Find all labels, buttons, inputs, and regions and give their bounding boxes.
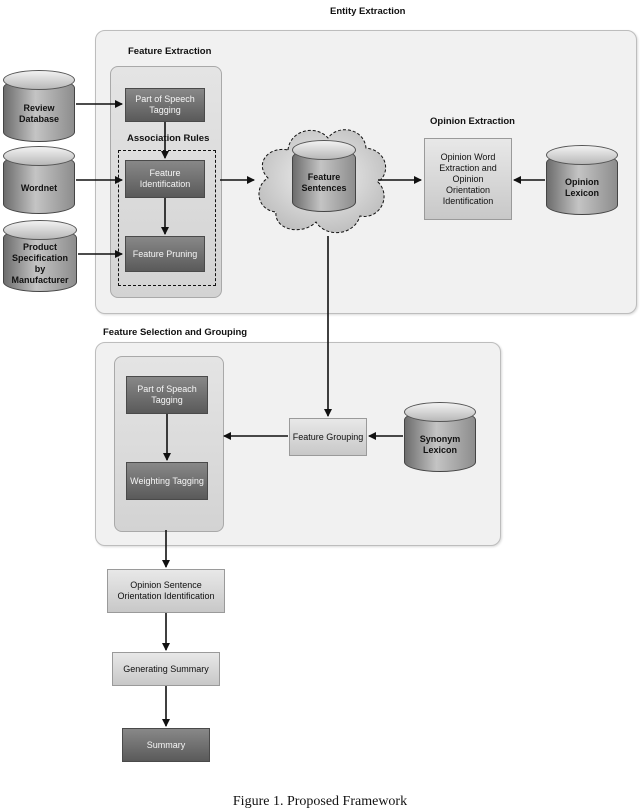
opinion-extraction-title: Opinion Extraction [430, 116, 515, 127]
synonym-lexicon-label: Synonym Lexicon [419, 434, 461, 455]
figure-caption: Figure 1. Proposed Framework [232, 794, 408, 809]
opinion-sentence-orientation-box: Opinion Sentence Orientation Identificat… [107, 569, 225, 613]
opinion-word-extraction-box: Opinion Word Extraction and Opinion Orie… [424, 138, 512, 220]
synonym-lexicon-cylinder: Synonym Lexicon [404, 402, 476, 472]
wordnet-cylinder: Wordnet [3, 146, 75, 214]
association-rules-dashed-box [118, 150, 216, 286]
entity-extraction-title: Entity Extraction [330, 6, 406, 17]
opinion-lexicon-cylinder: Opinion Lexicon [546, 145, 618, 215]
feature-grouping-box: Feature Grouping [289, 418, 367, 456]
feature-extraction-title: Feature Extraction [128, 46, 212, 57]
feature-sentences-label: Feature Sentences [301, 172, 347, 193]
wordnet-label: Wordnet [20, 182, 58, 193]
product-spec-label: Product Specification by Manufacturer [11, 242, 69, 285]
review-database-cylinder: Review Database [3, 70, 75, 142]
feature-sentences-cylinder: Feature Sentences [292, 140, 356, 212]
summary-box: Summary [122, 728, 210, 762]
review-database-label: Review Database [18, 103, 60, 124]
product-spec-cylinder: Product Specification by Manufacturer [3, 220, 77, 292]
pos-tagging-box: Part of Speech Tagging [125, 88, 205, 122]
association-rules-title: Association Rules [127, 133, 210, 144]
weighting-tagging-box: Weighting Tagging [126, 462, 208, 500]
feature-selection-title: Feature Selection and Grouping [103, 327, 248, 338]
feature-identification-box: Feature Identification [125, 160, 205, 198]
opinion-lexicon-label: Opinion Lexicon [564, 177, 599, 198]
generating-summary-box: Generating Summary [112, 652, 220, 686]
pos-tagging-2-box: Part of Speach Tagging [126, 376, 208, 414]
feature-pruning-box: Feature Pruning [125, 236, 205, 272]
